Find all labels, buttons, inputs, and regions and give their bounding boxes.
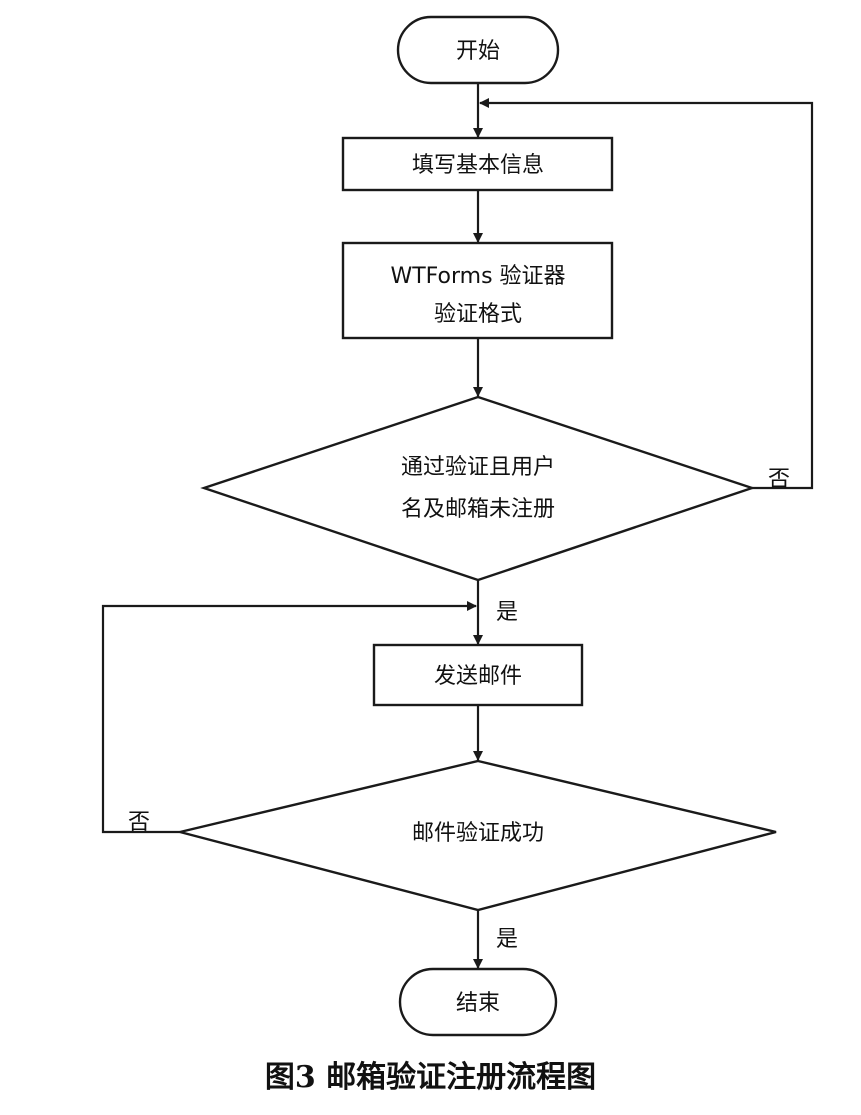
end-terminal bbox=[398, 967, 558, 1037]
fill-info-label: 填写基本信息 bbox=[412, 153, 544, 178]
edge-check1-no-loop bbox=[479, 98, 814, 490]
wtforms-label-line2: 验证格式 bbox=[434, 302, 522, 327]
figure-caption: 图3 邮箱验证注册流程图 bbox=[264, 1060, 597, 1095]
end-label: 结束 bbox=[456, 991, 500, 1016]
fill-info-box bbox=[341, 136, 614, 192]
check2-no-label: 否 bbox=[128, 810, 150, 835]
check1-no-label: 否 bbox=[768, 467, 790, 492]
registration-check-line1: 通过验证且用户 bbox=[401, 455, 555, 480]
registration-check-diamond bbox=[200, 395, 756, 582]
edge-check2-no-loop bbox=[101, 601, 477, 834]
check1-yes-label: 是 bbox=[496, 600, 518, 625]
send-mail-box bbox=[372, 643, 584, 707]
send-mail-label: 发送邮件 bbox=[434, 664, 522, 689]
check2-yes-label: 是 bbox=[496, 927, 518, 952]
mail-verify-label: 邮件验证成功 bbox=[412, 821, 544, 846]
registration-check-line2: 名及邮箱未注册 bbox=[401, 497, 555, 522]
start-label: 开始 bbox=[456, 39, 500, 64]
wtforms-label-line1: WTForms 验证器 bbox=[390, 264, 565, 289]
flowchart-diagram: 开始 填写基本信息 WTForms 验证器 验证格式 通过验证且用户 名及邮箱未… bbox=[101, 15, 814, 1037]
